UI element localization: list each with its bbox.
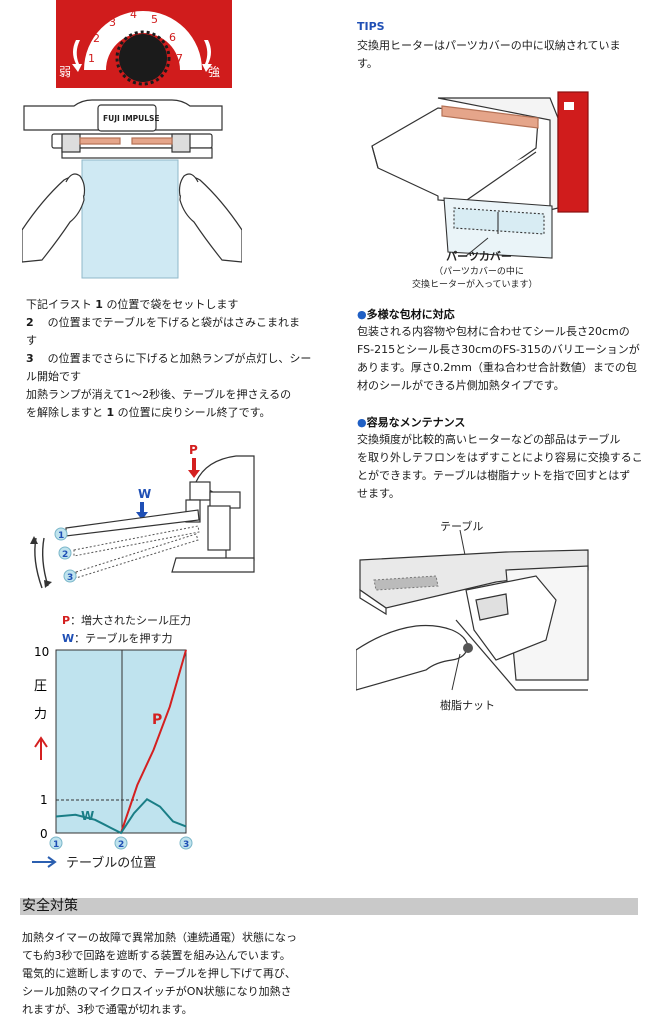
maintenance-illustration (356, 530, 589, 691)
table-bar-pos-1 (65, 509, 200, 537)
y-tick-0: 0 (40, 827, 48, 841)
w-arrow-icon (136, 502, 148, 520)
parts-cover-callout: パーツカバー （パーツカバーの中に 交換ヒーターが入っています） (412, 248, 538, 290)
x-tick-1: 1 (53, 840, 59, 850)
x-tick-badge-3 (179, 836, 193, 850)
p-arrow-icon (188, 458, 200, 478)
p-force-label: P (189, 443, 198, 457)
tips-title: TIPS (357, 20, 385, 33)
series-w-line (55, 797, 187, 835)
parts-cover-illustration (371, 91, 589, 259)
legend-p: P：増大されたシール圧力 (62, 614, 192, 627)
instruction-line-3: 3 の位置までさらに下げると加熱ランプが点灯し、シー (26, 352, 312, 365)
dial-knob (119, 34, 167, 82)
bullet-dot-icon: ● (357, 416, 367, 429)
sealer-hands-illustration: 1 2 3 4 5 6 7 弱 強 FUJI IMPULSE (22, 0, 242, 279)
dial-number-3: 3 (109, 16, 116, 29)
x-ticks: 1 2 3 (49, 836, 193, 850)
bullet-dot-icon: ● (357, 308, 367, 321)
sealer-machine (23, 99, 223, 159)
legend-w: W：テーブルを押す力 (62, 632, 173, 645)
feature-2-heading: ●容易なメンテナンス (357, 416, 466, 429)
instruction-line-1: 下記イラスト 1 の位置で袋をセットします (26, 298, 239, 311)
callout-sub-2: 交換ヒーターが入っています） (412, 280, 538, 290)
chart-legend: P：増大されたシール圧力 W：テーブルを押す力 (62, 612, 191, 648)
tips-text: 交換用ヒーターはパーツカバーの中に収納されていま す。 (357, 39, 621, 70)
instruction-line-3-cont: ル開始です (26, 370, 81, 383)
y-label-char-2: 力 (34, 707, 47, 722)
position-badge-3: 3 (67, 573, 73, 583)
dial-number-7: 7 (176, 52, 183, 65)
series-p-line (120, 649, 187, 834)
feature-1-text: 包装される内容物や包材に合わせてシール長さ20cmの FS-215とシール長さ3… (357, 325, 640, 392)
series-w-label: W (81, 809, 94, 823)
dial-number-6: 6 (169, 31, 176, 44)
w-force-label: W (138, 487, 151, 501)
dial-number-2: 2 (93, 32, 100, 45)
y-tick-10: 10 (34, 645, 49, 659)
table-position-diagram: P W 1 2 3 (30, 443, 255, 589)
safety-text: 加熱タイマーの故障で異常加熱（連続通電）状態になっ ても約3秒で回路を遮断する装… (22, 931, 297, 1016)
x-axis-label: テーブルの位置 (66, 856, 157, 871)
feature-1-heading: ●多様な包材に対応 (357, 308, 455, 321)
y-label-char-1: 圧 (34, 679, 47, 694)
instruction-line-4: 加熱ランプが消えて1〜2秒後、テーブルを押さえるの (26, 388, 292, 401)
pressure-chart: 10 1 0 圧 力 P W 1 2 3 (34, 645, 193, 850)
parts-cover (443, 197, 553, 259)
right-arrow-icon (32, 855, 57, 868)
table-label: テーブル (440, 520, 484, 533)
x-axis-label-row: テーブルの位置 (30, 852, 156, 871)
chart-panel (55, 649, 187, 834)
position-badge-2: 2 (62, 550, 68, 560)
instructions: 下記イラスト 1 の位置で袋をセットします 2 の位置までテーブルを下げると袋が… (26, 296, 326, 422)
instruction-line-2: 2 の位置までテーブルを下げると袋がはさみこまれま (26, 316, 300, 329)
dial-number-4: 4 (130, 8, 137, 21)
position-badge-1: 1 (58, 531, 64, 541)
instruction-line-2-cont: す (26, 334, 37, 347)
dial-number-1: 1 (88, 52, 95, 65)
safety-heading: 安全対策 (20, 898, 638, 915)
table-bar-pos-2 (73, 525, 200, 557)
bag (81, 159, 179, 279)
hand-turning-nut (356, 624, 469, 691)
callout-title: パーツカバー (446, 250, 512, 263)
dial-knob-ridges (115, 30, 171, 86)
callout-sub-1: （パーツカバーの中に (434, 267, 524, 277)
x-tick-3: 3 (183, 840, 189, 850)
hands (22, 173, 242, 263)
series-p-label: P (152, 712, 162, 728)
x-tick-badge-2 (114, 836, 128, 850)
dial-number-5: 5 (151, 13, 158, 26)
resin-nut (463, 643, 473, 653)
instruction-line-5: を解除しますと 1 の位置に戻りシール終了です。 (26, 406, 271, 419)
dial-strong-label: 強 (208, 65, 220, 79)
feature-2-text: 交換頻度が比較的高いヒーターなどの部品はテーブル を取り外しテフロンをはずすこと… (357, 433, 643, 500)
dial-weak-label: 弱 (59, 65, 71, 79)
nut-label: 樹脂ナット (440, 699, 495, 712)
brand-label: FUJI IMPULSE (103, 114, 160, 123)
x-tick-badge-1 (49, 836, 63, 850)
motion-arrow-icon (34, 537, 43, 589)
dial-arrow-left-icon (72, 40, 82, 72)
x-tick-2: 2 (118, 840, 124, 850)
up-arrow-icon (34, 736, 48, 760)
y-tick-1: 1 (40, 793, 48, 807)
dial-arrow-right-icon (202, 40, 212, 72)
